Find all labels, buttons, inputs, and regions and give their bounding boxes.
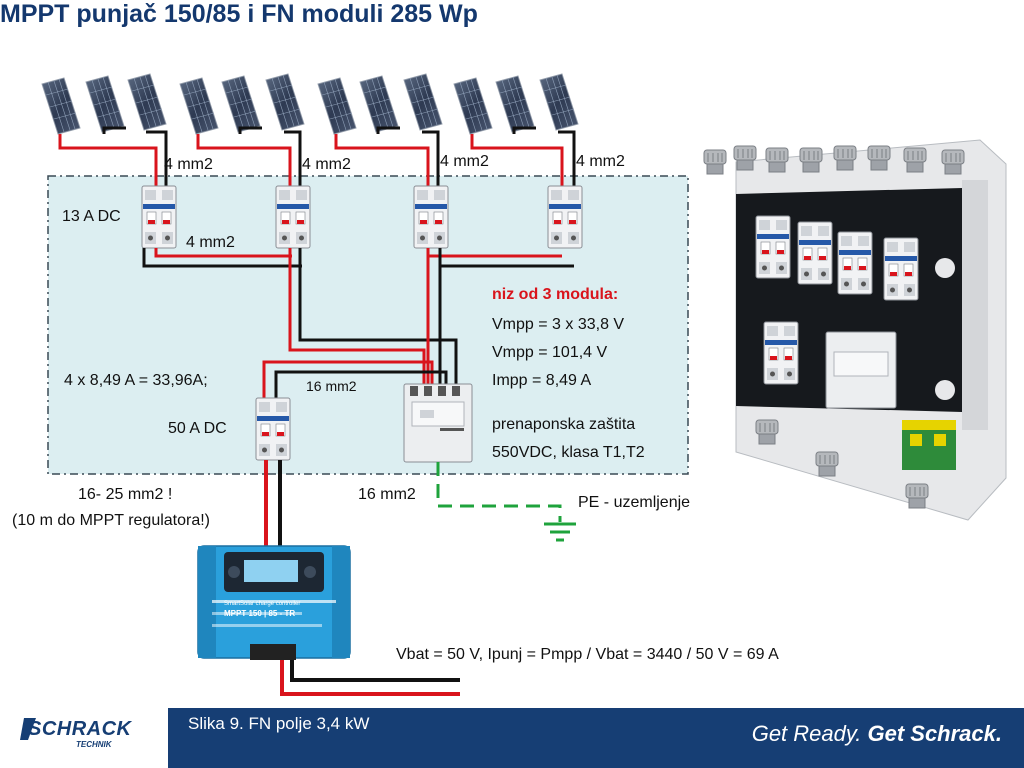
solar-panel-icon — [453, 77, 493, 135]
cable-gland-icon — [733, 145, 757, 171]
wire-label-main-bus: 16 mm2 — [306, 378, 357, 394]
surge-protector-icon — [825, 331, 897, 409]
dc-breaker-icon — [255, 397, 291, 461]
cable-gland-icon — [755, 419, 779, 445]
surge-label-2: 550VDC, klasa T1,T2 — [492, 444, 645, 461]
cable-gland-icon — [765, 147, 789, 173]
calc-header: niz od 3 modula: — [492, 286, 619, 303]
cable-gland-icon — [903, 147, 927, 173]
wiring-diagram — [41, 73, 1007, 696]
footer-band: Slika 9. FN polje 3,4 kW Get Ready. Get … — [168, 708, 1024, 768]
slogan-light: Get Ready. — [751, 721, 862, 746]
cable-gland-icon — [703, 149, 727, 175]
terminal-block-icon — [902, 420, 956, 470]
solar-panel-icon — [41, 77, 81, 135]
wire-label-string3: 4 mm2 — [440, 153, 489, 170]
mppt-controller-icon — [197, 545, 351, 660]
solar-panel-icon — [403, 73, 443, 131]
cable-gland-icon — [833, 145, 857, 171]
wire-label-string2: 4 mm2 — [302, 156, 351, 173]
dc-breaker-icon — [883, 237, 919, 301]
cable-gland-icon — [905, 483, 929, 509]
main-breaker-rating: 50 A DC — [168, 420, 227, 437]
wire-label-string1: 4 mm2 — [164, 156, 213, 173]
battery-formula: Vbat = 50 V, Ipunj = Pmpp / Vbat = 3440 … — [396, 646, 779, 663]
solar-panel-icon — [539, 73, 579, 131]
mppt-cable-note: (10 m do MPPT regulatora!) — [12, 512, 211, 529]
solar-panel-icon — [265, 73, 305, 131]
dc-breaker-icon — [755, 215, 791, 279]
dc-breaker-icon — [141, 185, 177, 249]
logo-area: SCHRACK TECHNIK — [0, 708, 168, 768]
solar-panel-icon — [495, 75, 535, 133]
dc-breaker-icon — [547, 185, 583, 249]
dc-breaker-icon — [413, 185, 449, 249]
total-current: 4 x 8,49 A = 33,96A; — [64, 372, 208, 389]
solar-panel-icon — [359, 75, 399, 133]
dc-breaker-icon — [763, 321, 799, 385]
wire-label-string4: 4 mm2 — [576, 153, 625, 170]
calc-vmpp-1: Vmpp = 3 x 33,8 V — [492, 316, 625, 333]
dc-breaker-icon — [275, 185, 311, 249]
slogan: Get Ready. Get Schrack. — [752, 721, 1002, 747]
dc-breaker-icon — [837, 231, 873, 295]
logo-subtext: TECHNIK — [76, 740, 112, 749]
schrack-logo: SCHRACK TECHNIK — [20, 716, 146, 756]
solar-panel-icon — [85, 75, 125, 133]
footer: SCHRACK TECHNIK Slika 9. FN polje 3,4 kW… — [0, 708, 1024, 768]
surge-label-1: prenaponska zaštita — [492, 416, 636, 433]
surge-protector-icon — [403, 383, 473, 463]
solar-panel-icon — [221, 75, 261, 133]
wire-label-bus: 4 mm2 — [186, 234, 235, 251]
solar-panel-icon — [127, 73, 167, 131]
calc-impp: Impp = 8,49 A — [492, 372, 592, 389]
ground-icon — [544, 522, 576, 542]
string-breaker-rating: 13 A DC — [62, 208, 121, 225]
cable-gland-icon — [867, 145, 891, 171]
solar-panel-icon — [317, 77, 357, 135]
cable-gland-icon — [799, 147, 823, 173]
controller-model: MPPT 150 | 85 - TR — [224, 609, 296, 618]
calc-vmpp-2: Vmpp = 101,4 V — [492, 344, 608, 361]
mppt-cable-label: 16- 25 mm2 ! — [78, 486, 173, 503]
controller-brand: SmartSolar charge controller — [224, 601, 301, 607]
cable-gland-icon — [815, 451, 839, 477]
cable-gland-icon — [941, 149, 965, 175]
solar-panel-icon — [179, 77, 219, 135]
figure-caption: Slika 9. FN polje 3,4 kW — [188, 714, 370, 733]
logo-text: SCHRACK — [28, 718, 132, 740]
page-title: MPPT punjač 150/85 i FN moduli 285 Wp — [0, 0, 478, 28]
dc-breaker-icon — [797, 221, 833, 285]
ground-label: PE - uzemljenje — [578, 494, 691, 511]
slogan-bold: Get Schrack. — [867, 721, 1002, 746]
pe-wire-label: 16 mm2 — [358, 486, 416, 503]
